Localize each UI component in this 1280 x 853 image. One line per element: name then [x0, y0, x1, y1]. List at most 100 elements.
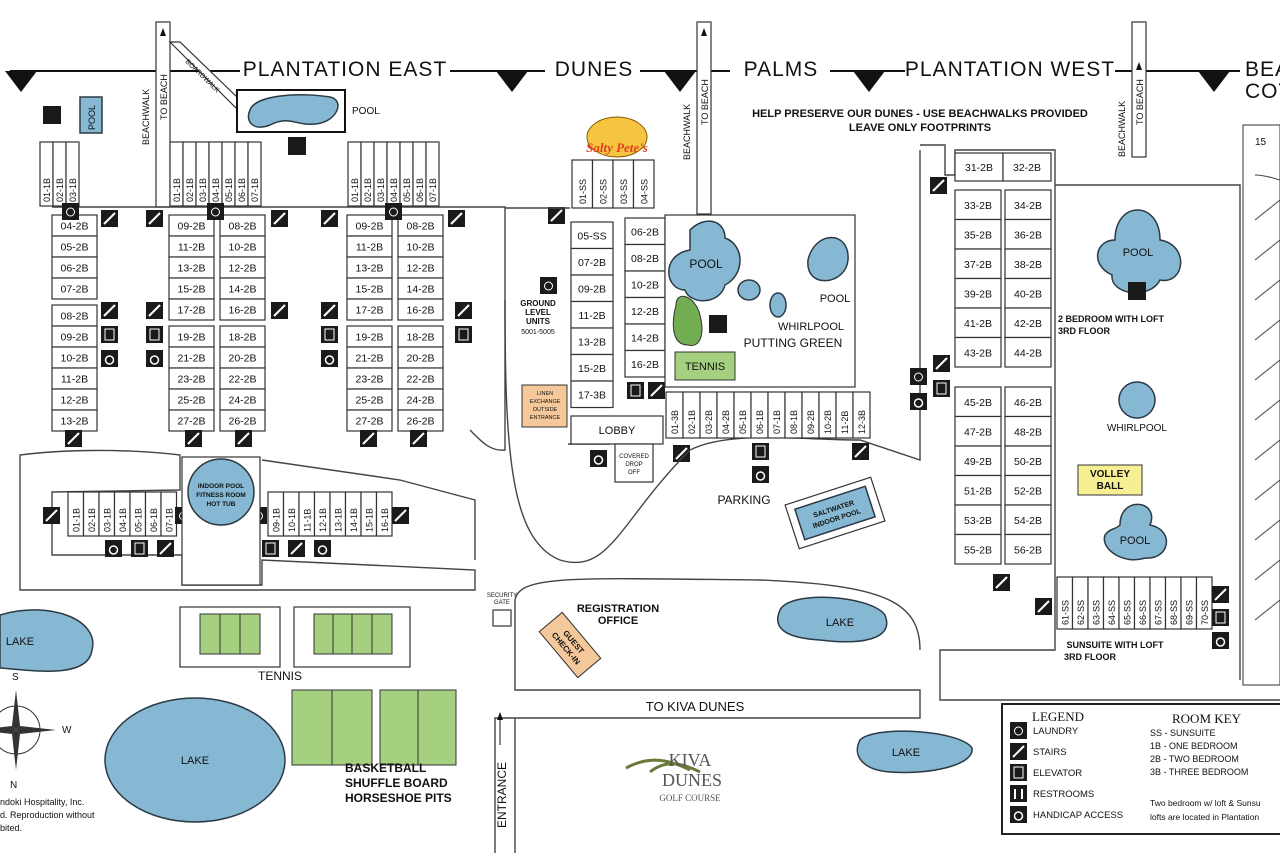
handicap-icon: [590, 450, 607, 467]
unit-cell: [624, 296, 666, 325]
unit-label: 16-2B: [228, 305, 256, 317]
unit-label: 23-2B: [355, 374, 383, 386]
ground-level-label: GROUND: [520, 299, 556, 308]
unit-label: 51-2B: [964, 485, 992, 497]
west-road-east: [1055, 184, 1241, 680]
unit-label: 61-SS: [1060, 600, 1070, 625]
cottage-lines: [1254, 174, 1280, 621]
small-pool-label: POOL: [87, 105, 97, 130]
unit-cell: [954, 504, 1002, 536]
unit-label: 01-3B: [670, 410, 680, 434]
putting-green-label: PUTTING GREEN: [744, 336, 843, 350]
pool-east-label: POOL: [352, 106, 380, 117]
unit-label: 42-2B: [1014, 318, 1042, 330]
drop-off-label-3: OFF: [628, 470, 640, 476]
unit-cell: [570, 380, 614, 409]
unit-label: 14-2B: [406, 284, 434, 296]
unit-label: 08-2B: [228, 221, 256, 233]
unit-label: 09-1B: [271, 508, 281, 532]
unit-label: 11-2B: [178, 242, 205, 254]
unit-label: 41-2B: [964, 318, 992, 330]
restrooms-icon: [1010, 785, 1027, 802]
small-pool: [79, 96, 103, 134]
unit-label: 01-1B: [42, 178, 52, 202]
indoor-pool: [187, 458, 255, 526]
unit-cell: [1004, 415, 1052, 447]
unit-label: 05-SS: [577, 230, 606, 242]
unit-label: 09-2B: [177, 221, 205, 233]
unit-label: 05-2B: [60, 242, 88, 254]
unit-label: 66-SS: [1138, 600, 1148, 625]
unit-label: 06-1B: [415, 178, 425, 202]
unit-label: 06-2B: [60, 263, 88, 275]
palms-pool: [668, 220, 741, 302]
room-key-3b: 3B - THREE BEDROOM: [1150, 767, 1248, 777]
east-road-top: [52, 206, 506, 451]
horseshoe-pits-label: HORSESHOE PITS: [345, 791, 452, 805]
unit-label: 06-1B: [237, 178, 247, 202]
unit-label: 19-2B: [177, 332, 205, 344]
restrooms-icon: [1128, 282, 1146, 300]
unit-label: 07-1B: [164, 508, 174, 532]
unit-label: 25-2B: [177, 395, 205, 407]
unit-label: 47-2B: [964, 426, 992, 438]
divider-marker-icon: [853, 71, 885, 92]
unit-label: 31-2B: [965, 162, 993, 174]
unit-label: 26-2B: [406, 416, 434, 428]
unit-cell: [954, 415, 1002, 447]
unit-label: 07-1B: [772, 410, 782, 434]
ground-level-label: LEVEL: [525, 308, 551, 317]
compass-n: N: [10, 780, 17, 791]
unit-label: 04-2B: [60, 221, 88, 233]
to-beach-label: TO BEACH: [1135, 79, 1145, 125]
unit-label: 48-2B: [1014, 426, 1042, 438]
unit-cell: [346, 298, 393, 321]
lake-west: [0, 609, 94, 672]
guest-check-in: GUEST CHECK-IN: [538, 611, 602, 679]
unit-label: 05-1B: [738, 410, 748, 434]
unit-label: 21-2B: [355, 353, 383, 365]
pw-whirlpool-label: WHIRLPOOL: [1107, 423, 1167, 434]
unit-cell: [1004, 386, 1052, 418]
unit-label: 04-SS: [639, 179, 649, 204]
pool-secondary: [807, 236, 849, 282]
header-dunes: DUNES: [555, 58, 634, 81]
lake-central: [777, 596, 888, 643]
security-gate: [492, 609, 512, 627]
pw-pool-2: [1103, 503, 1168, 561]
unit-label: 08-2B: [406, 221, 434, 233]
registration-office-label: OFFICE: [598, 615, 638, 627]
unit-label: 15-2B: [355, 284, 383, 296]
divider-marker-icon: [664, 71, 696, 92]
restrooms-icon: [43, 106, 61, 124]
beachwalk-label: BEACHWALK: [682, 104, 692, 160]
legend-item-label: STAIRS: [1033, 747, 1067, 758]
unit-cell: [1004, 336, 1052, 368]
legend-item-label: LAUNDRY: [1033, 726, 1079, 737]
whirlpool-label: WHIRLPOOL: [778, 321, 844, 333]
unit-cell: [1002, 152, 1052, 182]
unit-label: 14-1B: [349, 508, 359, 532]
unit-label: 13-2B: [578, 336, 606, 348]
unit-cell: [954, 386, 1002, 418]
to-beach-label: TO BEACH: [159, 74, 169, 120]
unit-cell: [1004, 307, 1052, 339]
to-beach-label: TO BEACH: [700, 79, 710, 125]
unit-label: 05-1B: [402, 178, 412, 202]
unit-label: 03-SS: [619, 179, 629, 204]
unit-label: 19-2B: [355, 332, 383, 344]
unit-cell: [852, 391, 871, 439]
header-palms: PALMS: [744, 58, 819, 81]
pw-whirlpool: [1118, 381, 1156, 419]
unit-label: 14-2B: [228, 284, 256, 296]
unit-label: 10-2B: [631, 279, 659, 291]
golf-course-logo-text: GOLF COURSE: [659, 793, 721, 803]
unit-label: 22-2B: [228, 374, 256, 386]
legend-box: [1001, 703, 1280, 835]
unit-label: 12-1B: [318, 508, 328, 532]
unit-label: 68-SS: [1169, 600, 1179, 625]
